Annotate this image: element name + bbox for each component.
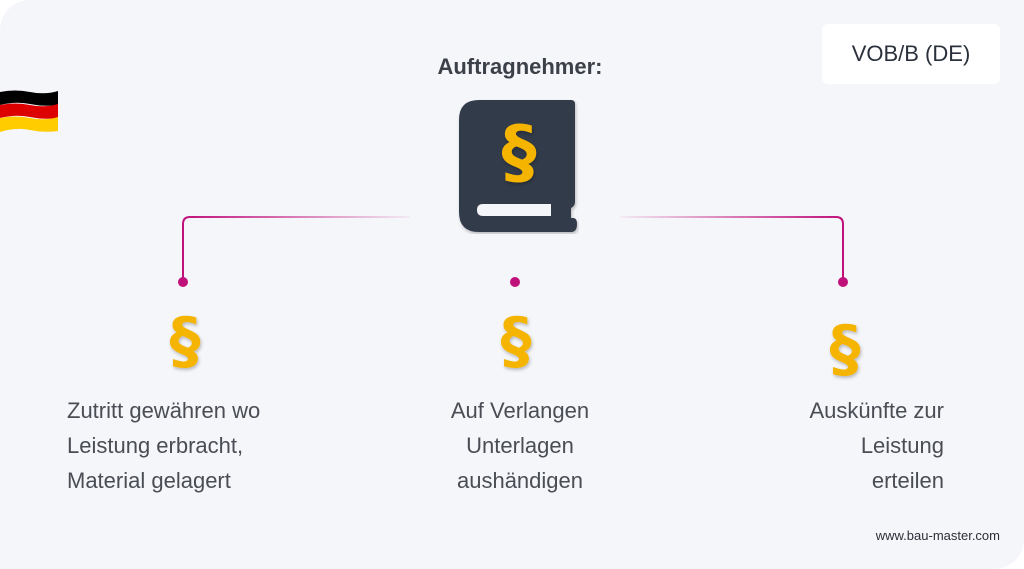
svg-text:§: § xyxy=(830,312,861,385)
section-symbol: § xyxy=(502,111,537,193)
website-url: www.bau-master.com xyxy=(875,528,1000,543)
section-icon-3: § xyxy=(830,312,861,385)
svg-text:§: § xyxy=(170,304,201,377)
section-icon-1: § xyxy=(170,304,201,377)
item-text-documents: Auf Verlangen Unterlagen aushändigen xyxy=(450,398,590,493)
section-icon-2: § xyxy=(501,304,532,377)
item-text-access: Zutritt gewähren wo Leistung erbracht, M… xyxy=(67,398,261,493)
law-book-icon: § xyxy=(459,100,577,232)
vob-badge: VOB/B (DE) xyxy=(822,24,1000,84)
germany-flag-icon xyxy=(0,90,58,132)
item-text-information: Auskünfte zur Leistung erteilen xyxy=(809,398,944,493)
svg-text:§: § xyxy=(501,304,532,377)
page-title: Auftragnehmer: xyxy=(437,54,603,79)
badge-label: VOB/B (DE) xyxy=(851,41,971,66)
